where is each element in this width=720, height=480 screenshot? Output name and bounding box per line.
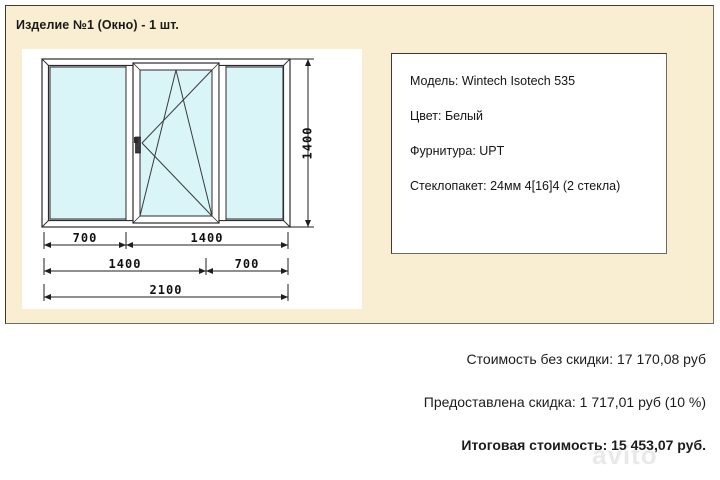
price-discount: Предоставлена скидка: 1 717,01 руб (10 %… (423, 394, 706, 410)
spec-glazing: Стеклопакет: 24мм 4[16]4 (2 стекла) (410, 179, 621, 194)
dimension-total-width (43, 284, 289, 301)
window-handle-icon (134, 136, 141, 154)
price-total: Итоговая стоимость: 15 453,07 руб. (461, 437, 706, 453)
dimension-row-2 (43, 258, 289, 275)
dimension-height-label: 1400 (301, 127, 315, 160)
product-panel: Изделие №1 (Окно) - 1 шт. (5, 5, 714, 324)
mullion-right (218, 65, 227, 221)
spec-hardware: Фурнитура: UPT (410, 144, 505, 159)
frame-bevels (41, 58, 291, 228)
mullion-left (125, 65, 134, 221)
window-drawing-box: 1400 700 1400 (22, 49, 362, 309)
dimension-height (290, 58, 314, 228)
right-fixed-pane (225, 66, 284, 220)
dimension-row2-right-label: 700 (235, 257, 260, 271)
price-base: Стоимость без скидки: 17 170,08 руб (466, 351, 706, 367)
price-summary: Стоимость без скидки: 17 170,08 руб Пред… (0, 330, 720, 480)
dimension-row-1 (43, 232, 289, 249)
center-sash (132, 62, 220, 224)
page-title: Изделие №1 (Окно) - 1 шт. (16, 18, 179, 32)
dimension-row1-right-label: 1400 (191, 231, 224, 245)
window-drawing-svg: 1400 700 1400 (41, 58, 315, 301)
left-fixed-pane (49, 66, 127, 220)
dimension-row1-left-label: 700 (73, 231, 98, 245)
spec-color: Цвет: Белый (410, 109, 483, 124)
specification-box: Модель: Wintech Isotech 535 Цвет: Белый … (391, 53, 667, 254)
dimension-total-width-label: 2100 (150, 283, 183, 297)
tilt-turn-symbol (139, 69, 213, 217)
dimension-row2-left-label: 1400 (109, 257, 142, 271)
spec-model: Модель: Wintech Isotech 535 (410, 74, 576, 88)
